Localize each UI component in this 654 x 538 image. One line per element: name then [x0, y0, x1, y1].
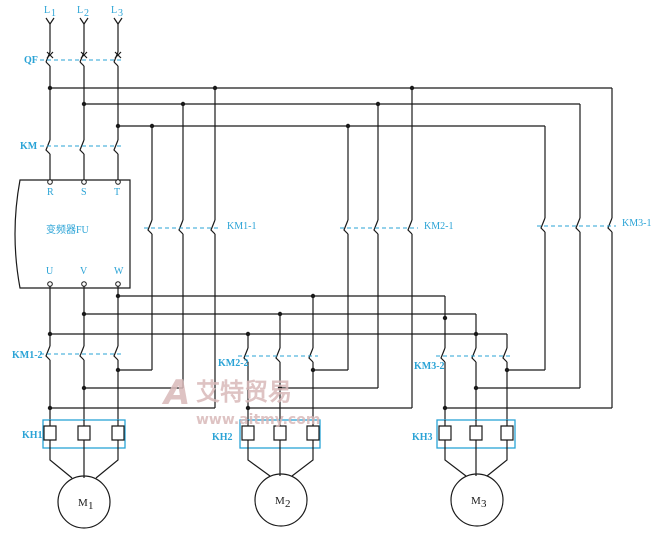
label-km1-1: KM1-1 [227, 221, 256, 232]
label-m3: M [471, 495, 481, 507]
label-l3: L [111, 5, 117, 16]
km-contactor [40, 139, 124, 180]
label-m2-sub: 2 [285, 498, 291, 510]
label-m2: M [275, 495, 285, 507]
motor-1 [49, 448, 119, 529]
bypass-buses [47, 85, 613, 218]
label-km3-1: KM3-1 [622, 218, 651, 229]
label-km2-2: KM2-2 [218, 358, 249, 369]
km2-2-contacts [238, 347, 412, 420]
label-u: U [46, 266, 54, 277]
kh3-relay [436, 419, 516, 449]
label-kh1: KH1 [22, 430, 43, 441]
label-l2-sub: 2 [84, 8, 89, 19]
output-buses [47, 286, 508, 348]
label-m3-sub: 3 [481, 498, 487, 510]
watermark-logo: A [161, 373, 190, 413]
km1-2-contacts [40, 345, 215, 420]
label-km2-1: KM2-1 [424, 221, 453, 232]
label-km3-2: KM3-2 [414, 361, 445, 372]
label-l1-sub: 1 [51, 8, 56, 19]
main-bus [40, 24, 124, 140]
label-l1: L [44, 5, 50, 16]
km1-1-contacts [144, 88, 220, 408]
watermark: A 艾特贸易 www.aitmy.com [161, 373, 320, 428]
label-kh2: KH2 [212, 432, 233, 443]
inverter-label: 变频器FU [46, 223, 90, 236]
label-w: W [114, 266, 124, 277]
label-t: T [114, 187, 120, 198]
label-s: S [81, 187, 87, 198]
label-m1-sub: 1 [88, 500, 94, 512]
km3-1-contacts [537, 217, 616, 408]
label-km1-2: KM1-2 [12, 350, 43, 361]
inverter-box [14, 179, 131, 289]
label-l3-sub: 3 [118, 8, 123, 19]
kh1-relay [42, 419, 126, 449]
km2-1-contacts [340, 104, 418, 408]
motor-2 [247, 448, 314, 527]
label-kh3: KH3 [412, 432, 433, 443]
label-m1: M [78, 497, 88, 509]
watermark-brand: 艾特贸易 [196, 378, 292, 406]
label-v: V [80, 266, 88, 277]
label-km: KM [20, 141, 38, 152]
watermark-url: www.aitmy.com [196, 412, 320, 428]
label-qf: QF [24, 55, 38, 66]
km3-2-contacts [436, 347, 612, 420]
label-l2: L [77, 5, 83, 16]
motor-3 [444, 448, 508, 527]
label-r: R [47, 187, 54, 198]
